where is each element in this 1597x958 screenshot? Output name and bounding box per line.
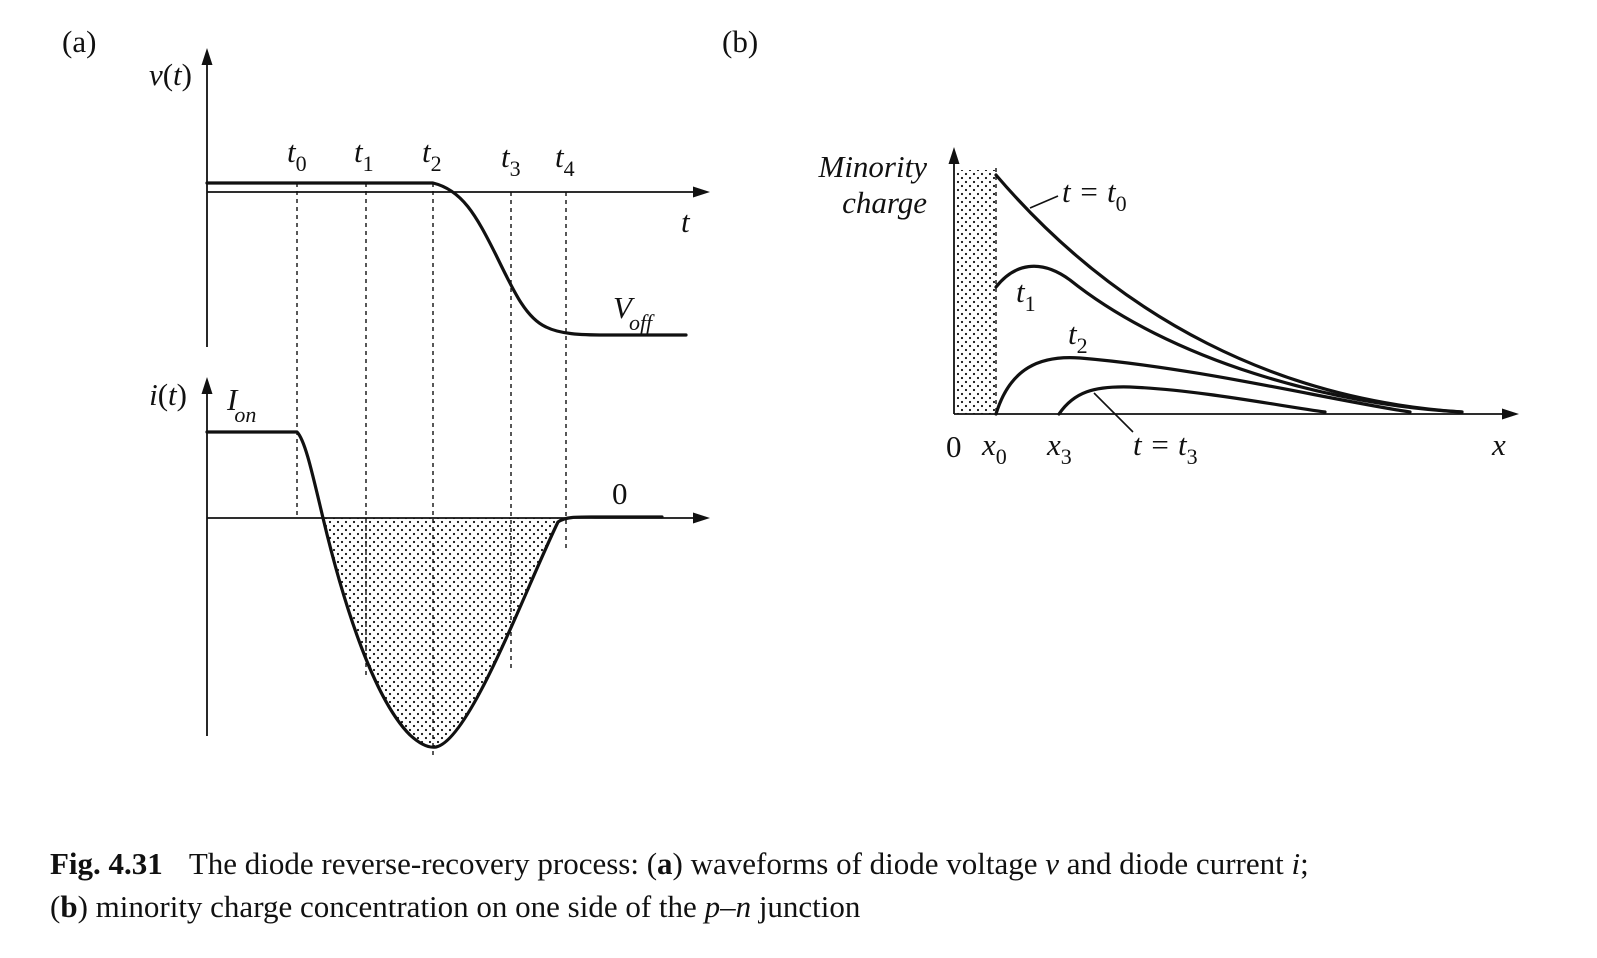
caption-var-v: v: [1045, 846, 1060, 881]
x-axis-label: x: [1491, 427, 1506, 462]
minority-charge-label-line2: charge: [842, 185, 927, 220]
caption-var-i: i: [1291, 846, 1301, 881]
current-y-arrowhead: [201, 377, 213, 394]
curve-t1: [994, 264, 1464, 414]
t1-curve-label: t1: [1016, 274, 1036, 316]
panel-b-label: (b): [722, 24, 758, 59]
i-on-label: Ion: [226, 382, 256, 427]
time-markers: t0 t1 t2 t3 t4: [287, 134, 575, 181]
time-marker-t0: t0: [287, 134, 307, 176]
x3-label: x3: [1046, 427, 1072, 469]
voltage-axis-label: v(t): [149, 57, 192, 92]
time-marker-t3: t3: [501, 139, 521, 181]
position-x-arrowhead: [1502, 408, 1519, 420]
t0-leader-line: [1029, 195, 1059, 209]
figure-diagram: (a) v(t) t t0 t1 t2 t3 t4 Voff: [62, 24, 1519, 756]
current-waveform: [205, 430, 664, 749]
caption-text-6: ) minority charge concentration on one s…: [77, 889, 705, 924]
caption-part-b: b: [60, 889, 78, 924]
time-marker-t1: t1: [354, 134, 374, 176]
caption-text-3: and diode current: [1059, 846, 1292, 881]
t2-curve-label: t2: [1068, 316, 1088, 358]
figure-number: Fig. 4.31: [50, 846, 163, 881]
t0-curve-label: t = t0: [1062, 174, 1127, 216]
time-marker-t4: t4: [555, 139, 575, 181]
panel-a: (a) v(t) t t0 t1 t2 t3 t4 Voff: [62, 24, 710, 756]
caption-text-4: ;: [1300, 846, 1309, 881]
caption-part-a: a: [657, 846, 673, 881]
charge-axes: [948, 147, 1519, 420]
minority-charge-label-line1: Minority: [818, 149, 928, 184]
origin-label: 0: [946, 429, 962, 464]
panel-b: (b) Minority charge x 0 x0 x3 t = t0 t1 …: [722, 24, 1519, 469]
panel-a-label: (a): [62, 24, 96, 59]
caption-text-2: ) waveforms of diode voltage: [672, 846, 1046, 881]
x0-label: x0: [981, 427, 1007, 469]
voltage-axes: [201, 48, 710, 347]
current-zero-label: 0: [612, 476, 628, 511]
t3-leader-line: [1093, 392, 1134, 433]
current-axis-label: i(t): [149, 377, 187, 412]
stored-charge-region: [323, 518, 558, 748]
curve-t2: [994, 355, 1412, 416]
current-time-arrowhead: [693, 512, 710, 524]
curve-t0: [994, 173, 1464, 414]
time-axis-label: t: [681, 204, 691, 239]
t3-curve-label: t = t3: [1133, 427, 1198, 469]
caption-text-1: The diode reverse-recovery process: (: [188, 846, 658, 881]
caption-var-pn: p–n: [704, 889, 752, 924]
voltage-waveform: [205, 181, 688, 337]
voltage-time-arrowhead: [693, 186, 710, 198]
voltage-y-arrowhead: [201, 48, 213, 65]
junction-region: [955, 170, 996, 414]
time-marker-t2: t2: [422, 134, 442, 176]
curve-t3: [1057, 385, 1327, 416]
caption-text-7: junction: [751, 889, 861, 924]
charge-y-arrowhead: [948, 147, 960, 164]
caption-text-5: (: [50, 889, 61, 924]
figure-caption: Fig. 4.31 The diode reverse-recovery proc…: [50, 842, 1560, 928]
v-off-label: Voff: [613, 290, 655, 335]
